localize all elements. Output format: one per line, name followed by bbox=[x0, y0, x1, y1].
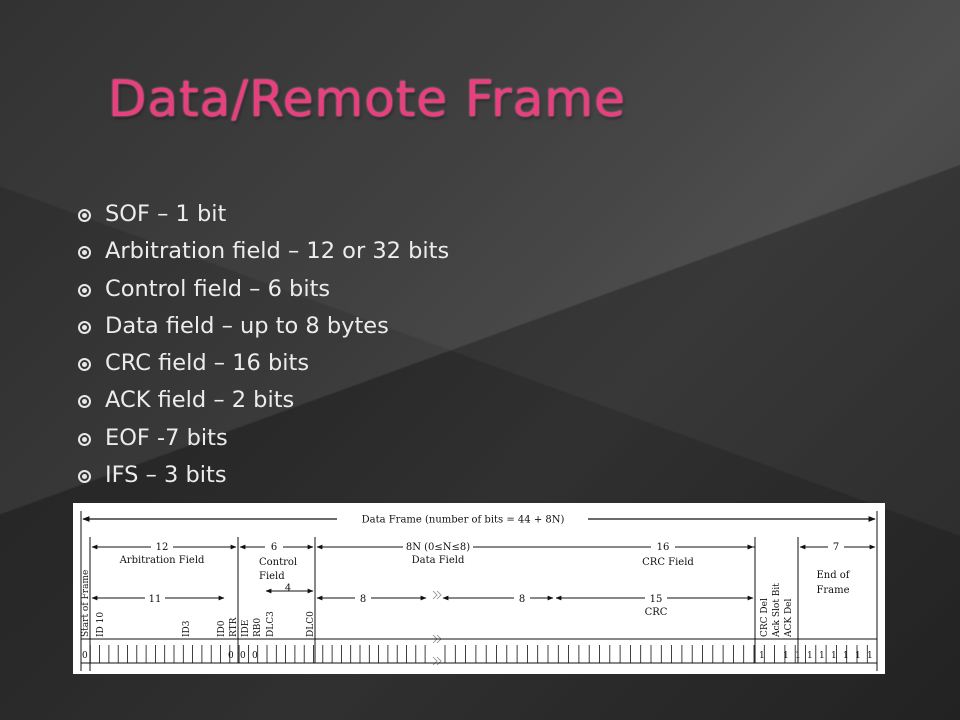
crc-count: 16 bbox=[657, 542, 670, 553]
dlc-count: 4 bbox=[285, 583, 291, 594]
eof-bit-value: 1 bbox=[819, 651, 825, 661]
id0-label: ID0 bbox=[217, 620, 227, 637]
id10-label: ID 10 bbox=[96, 612, 106, 637]
bullet-circle-icon bbox=[78, 209, 91, 222]
bullet-text: Data field – up to 8 bytes bbox=[105, 312, 389, 339]
ack-del-label: ACK Del bbox=[784, 598, 794, 638]
eof-bit-value: 1 bbox=[843, 651, 849, 661]
eof-bit-value: 1 bbox=[855, 651, 861, 661]
eof-label-2: Frame bbox=[816, 585, 849, 596]
eof-count: 7 bbox=[833, 542, 839, 553]
ack-slot-label: Ack Slot Bit bbox=[772, 583, 782, 638]
eof-label-1: End of bbox=[816, 570, 850, 581]
bullet-circle-icon bbox=[78, 246, 91, 260]
eof-bit-value: 1 bbox=[795, 651, 801, 661]
bullet-text: CRC field – 16 bits bbox=[105, 350, 310, 377]
bullet-circle-icon bbox=[78, 470, 91, 484]
frame-diagram-svg: Data Frame (number of bits = 44 + 8N) 12… bbox=[80, 511, 878, 671]
bullet-circle-icon bbox=[78, 432, 91, 446]
eof-bit-value: 1 bbox=[783, 651, 789, 661]
bullet-item: SOF – 1 bit bbox=[78, 196, 698, 233]
data-frame-arrow: Data Frame (number of bits = 44 + 8N) bbox=[82, 515, 876, 526]
control-count: 6 bbox=[271, 542, 277, 553]
arbitration-field-label: Arbitration Field bbox=[119, 555, 205, 566]
crc-seq-label: CRC bbox=[645, 607, 668, 618]
bullet-item: CRC field – 16 bits bbox=[78, 345, 698, 382]
bullet-item: EOF -7 bits bbox=[78, 420, 698, 457]
bullet-text: SOF – 1 bit bbox=[105, 201, 227, 227]
bit-values: 0 0 0 0 1 1 1 1 1 1 1 1 1 bbox=[82, 651, 873, 661]
bullet-circle-icon bbox=[78, 283, 91, 297]
byte1-count: 8 bbox=[360, 594, 366, 605]
rb0-bit-value: 0 bbox=[252, 651, 258, 661]
can-frame-diagram: Data Frame (number of bits = 44 + 8N) 12… bbox=[73, 503, 885, 674]
rtr-label: RTR bbox=[229, 617, 239, 637]
bit-labels: Start of Frame ID 10 ID3 ID0 RTR IDE RB0… bbox=[81, 570, 794, 638]
bullet-circle-icon bbox=[78, 358, 91, 372]
slide-title: Data/Remote Frame bbox=[108, 70, 626, 128]
bullet-item: Data field – up to 8 bytes bbox=[78, 308, 698, 345]
crc-seq-count: 15 bbox=[650, 594, 663, 605]
control-field-label-1: Control bbox=[259, 557, 297, 568]
ide-label: IDE bbox=[241, 620, 251, 637]
dlc0-label: DLC0 bbox=[306, 611, 316, 637]
ide-bit-value: 0 bbox=[240, 651, 246, 661]
rtr-bit-value: 0 bbox=[228, 651, 234, 661]
id3-label: ID3 bbox=[182, 620, 192, 637]
dlc3-label: DLC3 bbox=[266, 611, 276, 637]
byte2-count: 8 bbox=[519, 594, 525, 605]
arbitration-count: 12 bbox=[156, 542, 169, 553]
control-field-label-2: Field bbox=[259, 571, 285, 582]
break-marker-icon bbox=[432, 590, 442, 666]
bit-row bbox=[80, 638, 877, 664]
crc-field-label: CRC Field bbox=[642, 557, 694, 568]
bullet-circle-icon bbox=[78, 395, 91, 409]
bullet-text: Arbitration field – 12 or 32 bits bbox=[105, 238, 450, 265]
eof-bit-value: 1 bbox=[807, 651, 813, 661]
sof-label: Start of Frame bbox=[81, 570, 91, 637]
bullet-text: EOF -7 bits bbox=[105, 424, 228, 451]
eof-bit-value: 1 bbox=[831, 651, 837, 661]
bullet-text: ACK field – 2 bits bbox=[105, 387, 295, 414]
bullet-item: Control field – 6 bits bbox=[78, 271, 698, 308]
data-field-label: Data Field bbox=[412, 555, 465, 566]
bullet-item: Arbitration field – 12 or 32 bits bbox=[78, 233, 698, 270]
rb0-label: RB0 bbox=[253, 618, 263, 637]
bullet-text: Control field – 6 bits bbox=[105, 275, 331, 302]
bullet-item: IFS – 3 bits bbox=[78, 457, 698, 494]
bullet-item: ACK field – 2 bits bbox=[78, 382, 698, 419]
eof-bit-value: 1 bbox=[867, 651, 873, 661]
field-boundaries bbox=[80, 511, 878, 671]
bullet-circle-icon bbox=[78, 320, 91, 334]
bullet-text: IFS – 3 bits bbox=[105, 462, 227, 489]
data-count: 8N (0≤N≤8) bbox=[406, 542, 470, 553]
bullet-list: SOF – 1 bit Arbitration field – 12 or 32… bbox=[78, 196, 698, 494]
identifier-count: 11 bbox=[149, 594, 162, 605]
crc-del-bit-value: 1 bbox=[759, 651, 765, 661]
crc-del-label: CRC Del bbox=[760, 598, 770, 637]
sof-bit-value: 0 bbox=[82, 651, 88, 661]
data-frame-label: Data Frame (number of bits = 44 + 8N) bbox=[362, 515, 565, 526]
